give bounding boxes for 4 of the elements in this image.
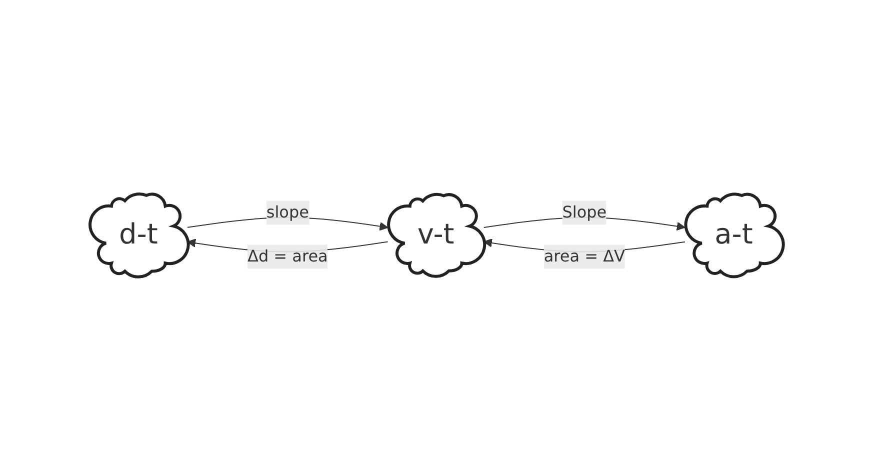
edge-label: slope — [266, 202, 309, 222]
edge-label: area = ΔV — [544, 246, 625, 266]
edge-label: Slope — [562, 202, 606, 222]
edge-label: Δd = area — [247, 246, 328, 266]
